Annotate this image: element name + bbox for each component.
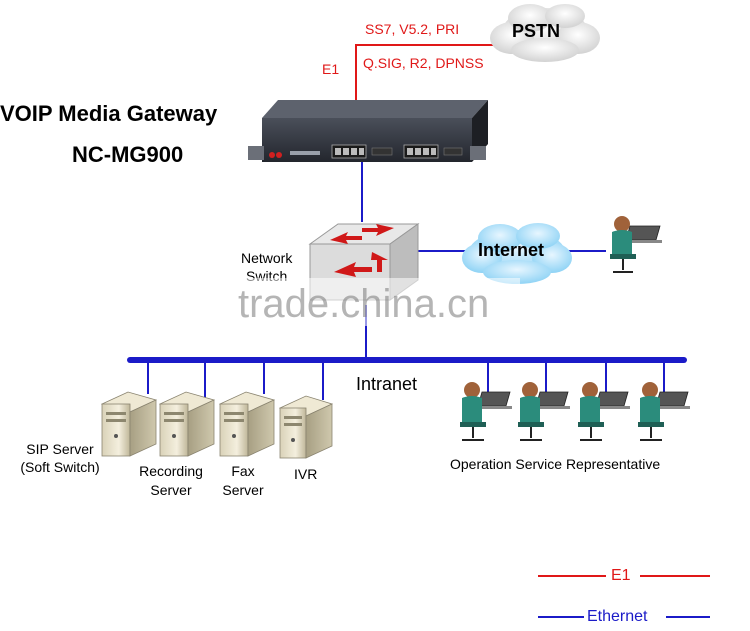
fax-server-label-line2: Server (222, 482, 264, 498)
sip-server-label: SIP Server (Soft Switch) (8, 440, 112, 476)
recording-server-icon (158, 391, 216, 457)
pstn-cloud-icon (490, 4, 600, 62)
diagram-title-line1: VOIP Media Gateway (0, 101, 218, 126)
recording-server-label-line1: Recording (139, 463, 203, 479)
sip-server-icon (100, 391, 158, 457)
fax-server-icon (218, 391, 276, 457)
operator-4-icon (638, 382, 690, 441)
intranet-label: Intranet (356, 374, 418, 394)
diagram-title-line2: NC-MG900 (72, 142, 184, 167)
internet-label: Internet (478, 240, 545, 260)
fax-server-label-line1: Fax (231, 463, 255, 479)
e1-link-label: E1 (322, 61, 340, 77)
signaling-bottom-label: Q.SIG, R2, DPNSS (363, 55, 484, 71)
gateway-device-icon (248, 100, 488, 162)
legend-e1-label: E1 (611, 567, 631, 584)
recording-server-label: Recording Server (128, 462, 214, 500)
ivr-label: IVR (294, 466, 318, 482)
sip-server-label-line2: (Soft Switch) (20, 459, 100, 475)
operator-1-icon (460, 382, 512, 441)
e1-link (355, 44, 520, 100)
ivr-server-icon (278, 395, 334, 459)
switch-label-line1: Network (241, 250, 293, 266)
legend-ethernet-label: Ethernet (587, 608, 648, 625)
signaling-top-label: SS7, V5.2, PRI (365, 21, 460, 37)
operator-3-icon (578, 382, 630, 441)
recording-server-label-line2: Server (150, 482, 192, 498)
remote-operator-icon (610, 216, 662, 273)
watermark: trade.china.cn (238, 282, 490, 326)
pstn-label: PSTN (512, 21, 561, 41)
operator-2-icon (518, 382, 570, 441)
operators-label: Operation Service Representative (450, 456, 661, 472)
sip-server-label-line1: SIP Server (26, 441, 94, 457)
watermark-backdrop (235, 278, 520, 326)
fax-server-label: Fax Server (210, 462, 276, 500)
